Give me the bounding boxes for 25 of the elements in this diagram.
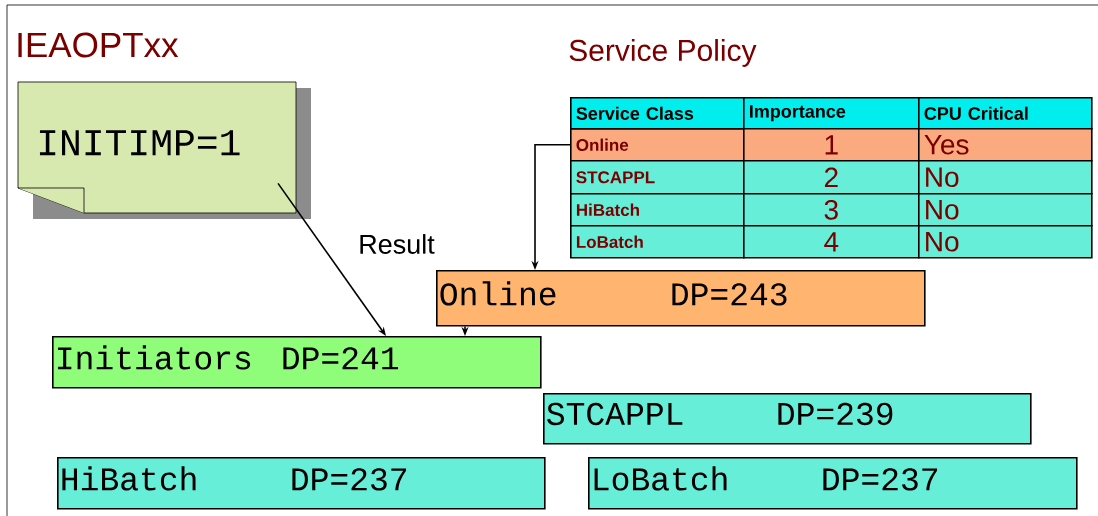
table-cell: Service Class xyxy=(570,97,745,130)
table-cell: Yes xyxy=(918,128,1093,162)
process-box: STCAPPL DP=239 xyxy=(543,393,1032,445)
arrow xyxy=(277,182,386,336)
process-box: HiBatch DP=237 xyxy=(57,457,546,510)
table-cell: 1 xyxy=(743,128,920,162)
process-box: Initiators DP=241 xyxy=(52,336,542,389)
table-cell: No xyxy=(918,160,1093,195)
heading: Service Policy xyxy=(569,39,757,67)
table-cell: 4 xyxy=(743,225,920,259)
table-cell: No xyxy=(918,225,1093,259)
table-cell: No xyxy=(918,193,1093,227)
process-box: LoBatch DP=237 xyxy=(588,457,1078,510)
process-box: Online DP=243 xyxy=(436,270,926,327)
note-box: INITIMP=1 xyxy=(17,81,311,219)
table-cell: Importance xyxy=(743,97,920,130)
table-cell: Online xyxy=(570,128,745,162)
table-cell: CPU Critical xyxy=(918,97,1093,130)
table-cell: LoBatch xyxy=(570,225,745,259)
table-cell: STCAPPL xyxy=(570,160,745,195)
heading: IEAOPTxx xyxy=(18,32,179,58)
result-label: Result xyxy=(360,234,435,254)
table-cell: 3 xyxy=(743,193,920,227)
table-cell: 2 xyxy=(743,160,920,195)
table-cell: HiBatch xyxy=(570,193,745,227)
